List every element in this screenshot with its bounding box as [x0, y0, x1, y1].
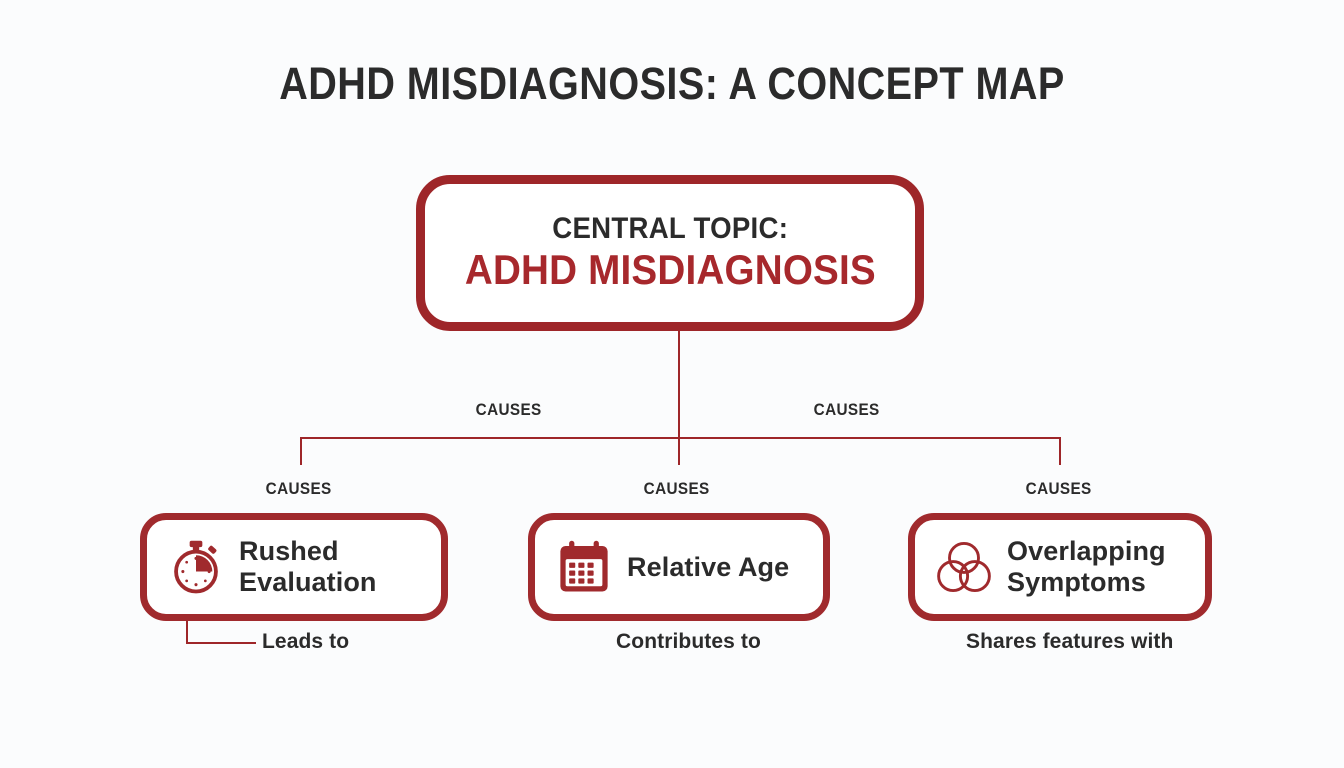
node-rushed-evaluation[interactable]: Rushed Evaluation	[140, 513, 448, 621]
relation-label-shares-features-with: Shares features with	[966, 630, 1174, 653]
calendar-icon	[553, 536, 615, 598]
connector-stub-right	[1059, 437, 1061, 465]
edge-label-lower-right: CAUSES	[1025, 479, 1092, 498]
connector-horizontal-bus	[300, 437, 1061, 439]
leads-to-connector-vertical	[186, 621, 188, 644]
leads-to-connector-horizontal	[186, 642, 256, 644]
node-label-line1: Rushed	[239, 536, 339, 567]
relation-label-contributes-to: Contributes to	[616, 630, 761, 653]
central-topic-eyebrow: CENTRAL TOPIC:	[552, 212, 788, 246]
connector-stub-middle	[678, 437, 680, 465]
stopwatch-icon	[165, 536, 227, 598]
central-topic-node[interactable]: CENTRAL TOPIC: ADHD MISDIAGNOSIS	[416, 175, 924, 331]
node-label: Rushed Evaluation	[239, 536, 377, 598]
central-topic-label: ADHD MISDIAGNOSIS	[464, 246, 876, 294]
connector-trunk-line	[678, 331, 680, 438]
node-overlapping-symptoms[interactable]: Overlapping Symptoms	[908, 513, 1212, 621]
edge-label-upper-left: CAUSES	[475, 400, 542, 419]
node-relative-age[interactable]: Relative Age	[528, 513, 830, 621]
edge-label-lower-left: CAUSES	[265, 479, 332, 498]
node-label-line2: Symptoms	[1007, 567, 1146, 597]
page-title: ADHD MISDIAGNOSIS: A CONCEPT MAP	[279, 58, 1065, 109]
connector-stub-left	[300, 437, 302, 465]
edge-label-lower-middle: CAUSES	[643, 479, 710, 498]
node-label: Relative Age	[627, 552, 789, 583]
venn-circles-icon	[933, 536, 995, 598]
edge-label-upper-right: CAUSES	[813, 400, 880, 419]
node-label: Overlapping Symptoms	[1007, 536, 1166, 598]
node-label-line1: Relative Age	[627, 551, 790, 582]
node-label-line2: Evaluation	[239, 567, 377, 597]
relation-label-leads-to: Leads to	[262, 630, 350, 653]
node-label-line1: Overlapping	[1007, 536, 1166, 567]
